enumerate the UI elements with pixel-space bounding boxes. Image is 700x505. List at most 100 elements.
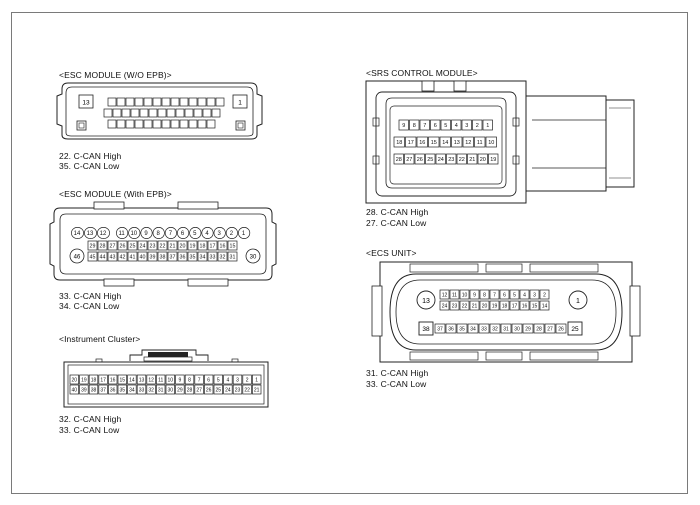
esc-with-epb-pin-cell bbox=[117, 240, 128, 251]
esc-with-epb-pin-label: 19 bbox=[190, 243, 196, 249]
esc-wo-epb-note-2: 35. C-CAN Low bbox=[59, 161, 120, 171]
ecs-unit-pin-cell bbox=[555, 323, 567, 334]
esc-with-epb-pin-label: 2 bbox=[230, 231, 234, 237]
esc-wo-epb-pin-cell bbox=[125, 97, 135, 107]
esc-with-epb-pin-label: 25 bbox=[130, 243, 136, 249]
instrument-cluster-pin-cell bbox=[69, 384, 79, 395]
ecs-unit-pin-label: 36 bbox=[448, 326, 454, 332]
esc-with-epb-pin-cell bbox=[157, 240, 168, 251]
srs-module-pin-cell bbox=[393, 136, 405, 148]
esc-with-epb-pin-cell bbox=[164, 227, 177, 239]
esc-wo-epb-pin-grid bbox=[103, 97, 225, 129]
esc-with-epb-pin-cell bbox=[127, 251, 138, 262]
instrument-cluster-pin-cell bbox=[117, 374, 127, 385]
esc-with-epb-pin-cell bbox=[177, 240, 188, 251]
ecs-pin-25: 25 bbox=[571, 326, 579, 333]
esc-wo-epb-pin-cell bbox=[139, 108, 149, 118]
srs-module-pin-cell bbox=[393, 153, 404, 165]
esc-with-epb-pin-cell bbox=[128, 227, 141, 239]
ecs-unit-pin-label: 27 bbox=[547, 326, 553, 332]
esc-with-epb-pin-label: 29 bbox=[90, 243, 96, 249]
ecs-pin-1: 1 bbox=[576, 298, 580, 305]
esc-with-epb-pin-label: 6 bbox=[181, 231, 185, 237]
esc-with-epb-pin-cell bbox=[213, 227, 226, 239]
instrument-cluster-pin-cell bbox=[136, 374, 147, 385]
instrument-cluster-pin-cell bbox=[175, 384, 185, 395]
esc-with-epb-pin-cell bbox=[97, 227, 110, 239]
esc-with-epb-pin-label: 35 bbox=[190, 254, 196, 260]
instrument-cluster-pin-label: 19 bbox=[81, 377, 87, 383]
srs-module-pin-cell bbox=[467, 153, 478, 165]
esc-wo-epb-pin-cell bbox=[161, 97, 171, 107]
instrument-cluster-pin-label: 27 bbox=[196, 387, 202, 393]
esc-wo-epb-pin-cell bbox=[188, 97, 198, 107]
instrument-cluster-pin-label: 36 bbox=[110, 387, 116, 393]
ecs-unit-pin-cell bbox=[479, 289, 490, 300]
esc-with-epb-pin-cell bbox=[147, 240, 158, 251]
instrument-cluster-pin-cell bbox=[184, 384, 195, 395]
esc-wo-epb-pin-cell bbox=[193, 108, 203, 118]
instrument-cluster-note-2: 33. C-CAN Low bbox=[59, 425, 120, 435]
instrument-cluster-title: <Instrument Cluster> bbox=[59, 334, 141, 344]
esc-with-epb-pin-cell bbox=[84, 227, 97, 239]
ecs-unit-pin-cell bbox=[499, 289, 510, 300]
esc-with-epb-pin-label: 37 bbox=[170, 254, 176, 260]
ecs-unit-pin-label: 26 bbox=[558, 326, 564, 332]
instrument-cluster-pin-label: 4 bbox=[227, 377, 230, 383]
esc-wo-epb-pin-cell bbox=[103, 108, 113, 118]
instrument-cluster-pin-cell bbox=[213, 384, 223, 395]
srs-module-pin-cell bbox=[439, 136, 451, 148]
esc-with-epb-pin-label: 15 bbox=[230, 243, 236, 249]
instrument-cluster-pin-label: 2 bbox=[246, 377, 249, 383]
ecs-unit-pin-label: 16 bbox=[522, 303, 528, 309]
esc-with-epb-pin-label: 40 bbox=[140, 254, 146, 260]
srs-module-pin-label: 12 bbox=[465, 140, 471, 146]
esc-wo-epb-pin-cell bbox=[211, 108, 221, 118]
ecs-unit-pin-cell bbox=[500, 323, 512, 334]
esc-wo-epb-pin-cell bbox=[143, 119, 153, 129]
srs-module-pin-cell bbox=[430, 119, 441, 131]
esc-wo-epb-pin-cell bbox=[202, 108, 212, 118]
esc-with-epb-pin-cell bbox=[107, 240, 118, 251]
esc-with-epb-pin-cell bbox=[69, 248, 85, 264]
ecs-pin-13: 13 bbox=[422, 298, 430, 305]
esc-with-epb-pin-label: 33 bbox=[210, 254, 216, 260]
instrument-cluster-pin-label: 40 bbox=[72, 387, 78, 393]
srs-module-pin-label: 2 bbox=[476, 123, 479, 129]
instrument-cluster-pin-label: 20 bbox=[72, 377, 78, 383]
ecs-unit-pin-cell bbox=[511, 323, 523, 334]
esc-wo-epb-pin-cell bbox=[134, 97, 144, 107]
srs-module-pin-cell bbox=[461, 119, 472, 131]
ecs-unit-pin-cell bbox=[529, 289, 540, 300]
instrument-cluster-pin-label: 38 bbox=[91, 387, 97, 393]
esc-wo-epb-pin-cell bbox=[107, 119, 117, 129]
srs-module-pin-label: 22 bbox=[459, 157, 465, 163]
ecs-unit-pin-cell bbox=[533, 323, 545, 334]
instrument-cluster-pin-label: 21 bbox=[254, 387, 260, 393]
esc-with-epb-pin-label: 20 bbox=[180, 243, 186, 249]
ecs-unit-pin-cell bbox=[509, 300, 520, 311]
ecs-unit-pin-cell bbox=[479, 300, 490, 311]
esc-with-epb-pin-cell bbox=[157, 251, 168, 262]
esc-wo-epb-pin-cell bbox=[161, 119, 171, 129]
esc-with-epb-pin-cell bbox=[225, 227, 238, 239]
srs-module-pin-label: 27 bbox=[406, 157, 412, 163]
esc-wo-epb-pin-cell bbox=[116, 119, 126, 129]
srs-module-pin-label: 20 bbox=[480, 157, 486, 163]
ecs-unit-note-1: 31. C-CAN High bbox=[366, 368, 429, 378]
esc-with-epb-pin-label: 8 bbox=[157, 231, 161, 237]
ecs-pin-38: 38 bbox=[422, 326, 430, 333]
srs-module-pin-cell bbox=[409, 119, 420, 131]
instrument-cluster-pin-label: 9 bbox=[179, 377, 182, 383]
instrument-cluster-pin-cell bbox=[98, 384, 108, 395]
ecs-unit-note-2: 33. C-CAN Low bbox=[366, 379, 427, 389]
esc-with-epb-pin-cell bbox=[140, 227, 153, 239]
esc-with-epb-pin-label: 14 bbox=[74, 231, 81, 237]
esc-with-epb-pin-label: 5 bbox=[193, 231, 197, 237]
esc-with-epb-pin-cell bbox=[97, 240, 108, 251]
esc-with-epb-pin-label: 30 bbox=[250, 255, 257, 261]
instrument-cluster-pin-label: 37 bbox=[100, 387, 106, 393]
esc-with-epb-pin-cell bbox=[137, 240, 148, 251]
srs-module-pin-label: 9 bbox=[402, 123, 405, 129]
esc-with-epb-pin-label: 3 bbox=[218, 231, 222, 237]
